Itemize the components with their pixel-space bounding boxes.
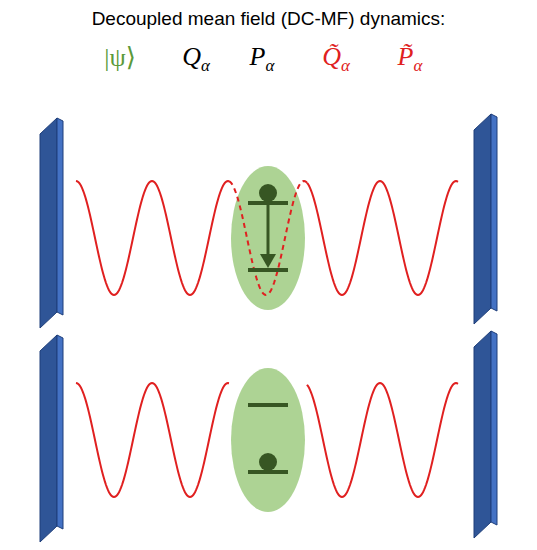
symbol-label: |ψ⟩: [104, 42, 136, 73]
mirror-side: [57, 335, 63, 529]
mirror-face: [474, 331, 491, 538]
cavity-panel: [40, 331, 497, 542]
field-wave: [307, 383, 458, 497]
mirror-face: [40, 335, 57, 542]
molecule-ellipse: [231, 368, 305, 512]
molecule-ellipse: [231, 166, 305, 310]
mirror-face: [474, 114, 491, 324]
mirror-side: [491, 331, 497, 525]
field-wave: [307, 181, 458, 295]
coupled-wave: [229, 181, 307, 295]
energy-level: [248, 268, 288, 272]
transition-arrowhead: [260, 254, 276, 268]
symbol-label: Pα: [250, 42, 275, 76]
mirror-side: [491, 114, 497, 311]
title: Decoupled mean field (DC-MF) dynamics:: [92, 8, 446, 30]
electron-dot: [259, 184, 277, 202]
symbol-label: P̃α: [398, 42, 423, 76]
transition-arrow: [267, 205, 270, 256]
field-wave: [76, 181, 229, 295]
field-wave: [76, 383, 229, 497]
mirror-face: [40, 118, 57, 328]
energy-level: [248, 403, 288, 407]
mirror-side: [57, 118, 63, 315]
symbol-label: Q̃α: [322, 42, 350, 76]
electron-dot: [259, 453, 277, 471]
symbol-label: Qα: [182, 42, 210, 76]
cavity-panel: [40, 114, 497, 328]
